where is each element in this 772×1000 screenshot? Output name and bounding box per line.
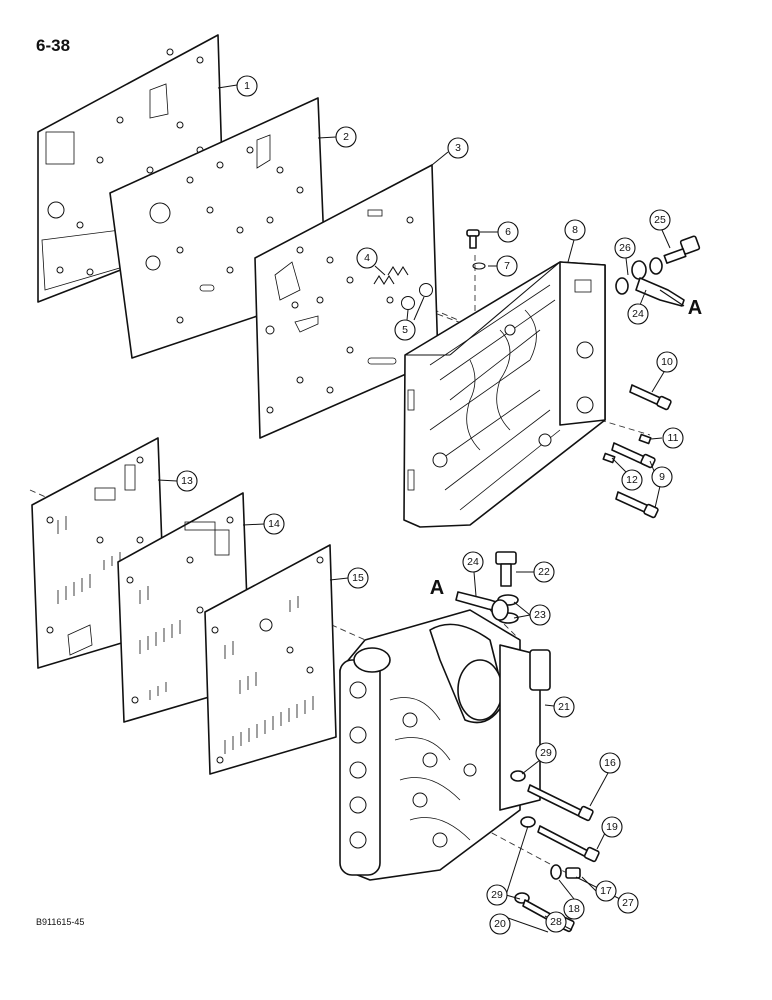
check-balls bbox=[401, 283, 433, 310]
svg-text:17: 17 bbox=[600, 885, 612, 897]
svg-text:1: 1 bbox=[244, 80, 250, 92]
callout-18: 18 bbox=[563, 898, 585, 920]
svg-text:21: 21 bbox=[558, 701, 570, 713]
callout-23: 23 bbox=[529, 604, 551, 626]
svg-text:26: 26 bbox=[619, 242, 631, 254]
svg-text:7: 7 bbox=[504, 260, 510, 272]
svg-text:9: 9 bbox=[659, 471, 665, 483]
bolt-19 bbox=[537, 825, 600, 863]
callout-6: 6 bbox=[497, 221, 519, 243]
callout-24-upper: 24 bbox=[627, 303, 649, 325]
callout-15: 15 bbox=[347, 567, 369, 589]
callout-21: 21 bbox=[553, 696, 575, 718]
callout-27: 27 bbox=[617, 892, 639, 914]
callout-11: 11 bbox=[662, 427, 684, 449]
svg-text:10: 10 bbox=[661, 356, 673, 368]
bolt-10 bbox=[629, 384, 672, 411]
callout-20: 20 bbox=[489, 913, 511, 935]
page-number: 6-38 bbox=[36, 36, 71, 55]
figure-id: B911615-45 bbox=[36, 917, 85, 927]
callout-28: 28 bbox=[545, 911, 567, 933]
svg-text:28: 28 bbox=[550, 916, 562, 928]
callout-12: 12 bbox=[621, 469, 643, 491]
svg-text:11: 11 bbox=[668, 432, 679, 444]
svg-text:15: 15 bbox=[352, 572, 364, 584]
callout-25: 25 bbox=[649, 209, 671, 231]
callout-9: 9 bbox=[651, 466, 673, 488]
bolt-9a bbox=[611, 442, 656, 469]
callout-3: 3 bbox=[447, 137, 469, 159]
svg-text:29: 29 bbox=[540, 747, 552, 759]
svg-text:25: 25 bbox=[654, 214, 666, 226]
callout-13: 13 bbox=[176, 470, 198, 492]
svg-text:8: 8 bbox=[572, 224, 578, 236]
callout-1: 1 bbox=[236, 75, 258, 97]
separator-plate-15 bbox=[204, 544, 337, 775]
callout-14: 14 bbox=[263, 513, 285, 535]
svg-text:4: 4 bbox=[364, 252, 370, 264]
screw-12 bbox=[602, 452, 616, 464]
screw-6 bbox=[466, 229, 480, 249]
svg-text:24: 24 bbox=[467, 556, 479, 568]
svg-text:12: 12 bbox=[626, 474, 638, 486]
callout-10: 10 bbox=[656, 351, 678, 373]
callout-5: 5 bbox=[394, 319, 416, 341]
callout-8: 8 bbox=[564, 219, 586, 241]
valve-body-lower bbox=[339, 609, 551, 881]
callout-16: 16 bbox=[599, 752, 621, 774]
callout-17: 17 bbox=[595, 880, 617, 902]
svg-text:3: 3 bbox=[455, 142, 461, 154]
svg-text:2: 2 bbox=[343, 131, 349, 143]
svg-text:20: 20 bbox=[494, 918, 506, 930]
banjo-fitting-lower bbox=[455, 551, 519, 624]
bolt-9b bbox=[615, 491, 659, 519]
callout-22: 22 bbox=[533, 561, 555, 583]
callout-24-lower: 24 bbox=[462, 551, 484, 573]
o-ring-7 bbox=[472, 262, 486, 270]
bolt-16 bbox=[527, 784, 594, 822]
connection-label-a-lower: A bbox=[430, 577, 444, 599]
svg-text:16: 16 bbox=[604, 757, 616, 769]
svg-text:18: 18 bbox=[568, 903, 580, 915]
plug-17 bbox=[565, 867, 581, 879]
o-ring-18 bbox=[550, 864, 562, 880]
svg-text:19: 19 bbox=[606, 821, 618, 833]
callout-29-lower: 29 bbox=[486, 884, 508, 906]
svg-text:5: 5 bbox=[402, 324, 408, 336]
svg-text:29: 29 bbox=[491, 889, 503, 901]
svg-text:27: 27 bbox=[622, 897, 634, 909]
callout-4: 4 bbox=[356, 247, 378, 269]
svg-text:22: 22 bbox=[538, 566, 550, 578]
callout-7: 7 bbox=[496, 255, 518, 277]
svg-text:23: 23 bbox=[534, 609, 546, 621]
callout-2: 2 bbox=[335, 126, 357, 148]
callout-19: 19 bbox=[601, 816, 623, 838]
svg-text:14: 14 bbox=[268, 518, 280, 530]
svg-text:24: 24 bbox=[632, 308, 644, 320]
valve-body-upper bbox=[403, 261, 606, 528]
springs bbox=[373, 265, 409, 286]
svg-text:13: 13 bbox=[181, 475, 193, 487]
banjo-fitting-upper bbox=[615, 235, 701, 307]
leader-lines bbox=[157, 84, 671, 933]
connection-label-a-upper: A bbox=[688, 297, 702, 319]
screw-11 bbox=[638, 433, 652, 445]
callout-26: 26 bbox=[614, 237, 636, 259]
callout-29-upper: 29 bbox=[535, 742, 557, 764]
svg-text:6: 6 bbox=[505, 226, 511, 238]
